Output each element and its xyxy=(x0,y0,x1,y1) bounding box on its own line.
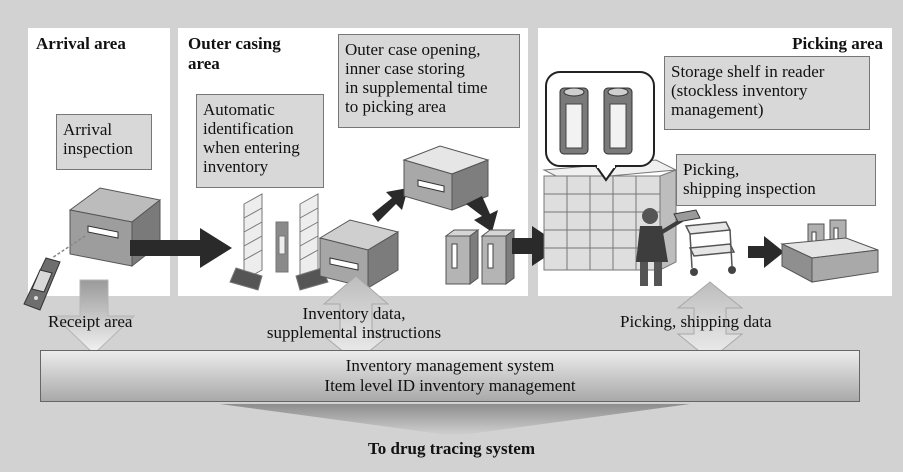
outer-casing-area-title: Outer casing area xyxy=(188,34,281,73)
receipt-area-label: Receipt area xyxy=(48,312,133,331)
storage-shelf-note: Storage shelf in reader (stockless inven… xyxy=(664,56,870,130)
handheld-scanner-icon xyxy=(23,235,86,311)
picking-shipping-data-label: Picking, shipping data xyxy=(620,312,772,331)
automatic-identification-note: Automatic identification when entering i… xyxy=(196,94,324,188)
flow-arrow-icon xyxy=(372,188,408,222)
worker-cart-icon xyxy=(636,208,736,286)
flow-arrow-icon xyxy=(466,196,498,232)
flow-arrow-icon xyxy=(748,236,784,268)
picking-inspection-note: Picking, shipping inspection xyxy=(676,154,876,206)
inventory-management-band xyxy=(40,350,860,402)
inner-case-icon xyxy=(444,229,516,285)
flow-arrow-icon xyxy=(130,228,232,268)
picking-area-title: Picking area xyxy=(792,34,883,53)
arrival-box-icon xyxy=(68,187,162,268)
system-line-2: Item level ID inventory management xyxy=(324,376,576,395)
inner-case-tray-icon xyxy=(402,145,490,211)
outer-case-icon xyxy=(318,219,400,289)
flow-arrow-icon xyxy=(512,226,562,266)
inventory-data-label: Inventory data, supplemental instruction… xyxy=(266,304,442,342)
storage-shelf-icon xyxy=(542,159,678,271)
vial-callout-icon xyxy=(545,71,655,182)
receipt-data-arrow-icon xyxy=(52,279,136,355)
automated-rack-icon xyxy=(229,193,329,291)
arrival-inspection-note: Arrival inspection xyxy=(56,114,152,170)
system-line-1: Inventory management system xyxy=(345,356,555,375)
arrival-area-title: Arrival area xyxy=(36,34,126,53)
shipping-tray-icon xyxy=(780,219,879,283)
drug-tracing-label: To drug tracing system xyxy=(367,439,535,458)
tracing-arrow-icon xyxy=(220,404,690,436)
outer-case-opening-note: Outer case opening, inner case storing i… xyxy=(338,34,520,128)
